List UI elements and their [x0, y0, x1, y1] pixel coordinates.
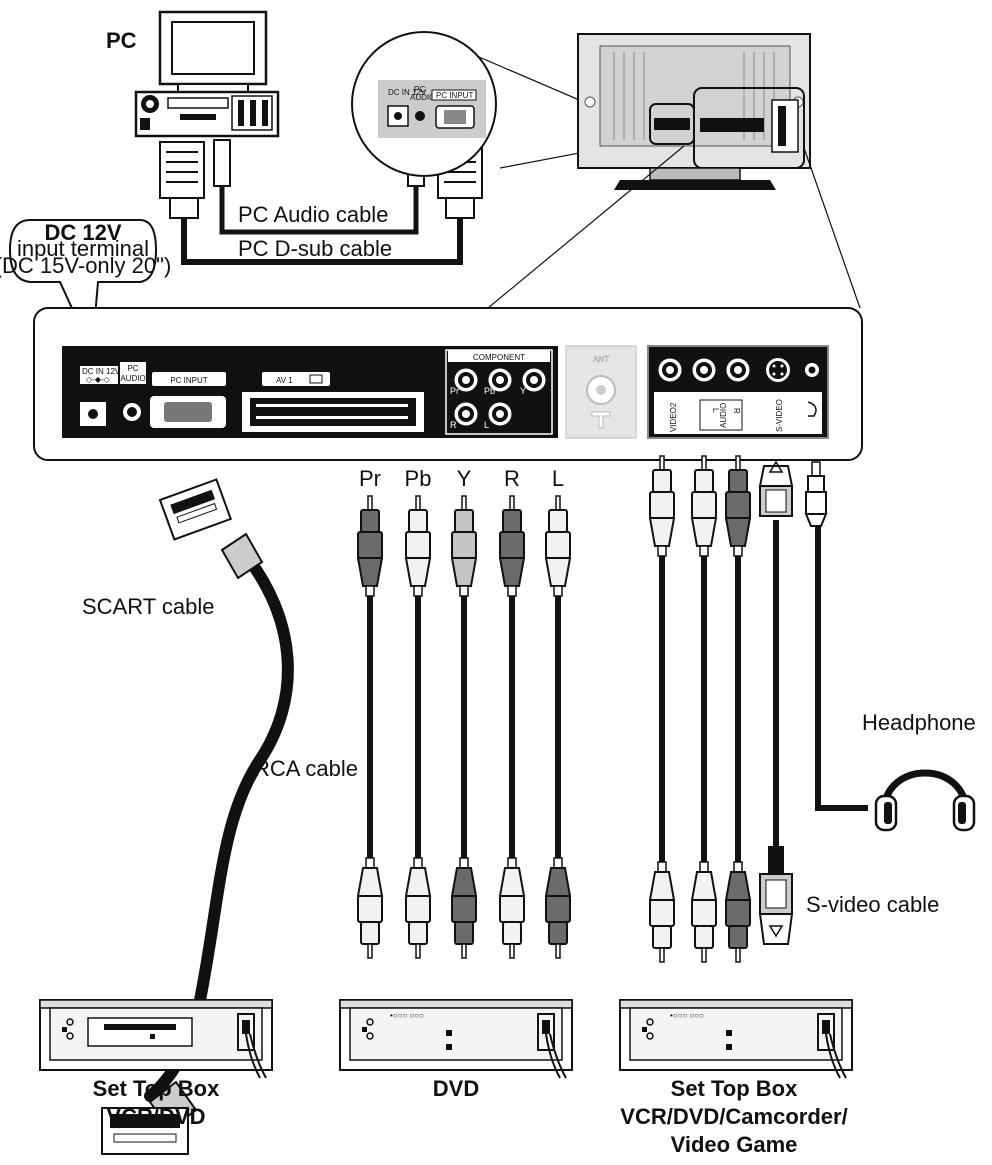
dc-callout-title: DC 12V	[44, 220, 121, 245]
svg-text:•○○○ ○○○: •○○○ ○○○	[390, 1011, 424, 1020]
svideo-cable-label: S-video cable	[806, 892, 939, 917]
device-set-top-box-2: •○○○ ○○○ Set Top Box VCR/DVD/Camcorder/ …	[619, 999, 853, 1157]
pc-dsub-cable-label: PC D-sub cable	[238, 236, 392, 261]
component-plug-bottom-r	[499, 857, 525, 959]
panel-video2-label: VIDEO2	[669, 402, 678, 432]
av-plug-top-audio-l	[691, 455, 717, 557]
device-2-line1: DVD	[433, 1076, 479, 1101]
component-plug-letters: Pr Pb Y R L	[359, 466, 564, 491]
inset-pc-label: PC	[414, 85, 425, 94]
panel-pb-label: Pb	[484, 386, 495, 396]
device-1-line2: VCR/DVD	[106, 1104, 205, 1129]
av-plug-bottom-video2	[649, 861, 675, 963]
av-plug-top-audio-r	[725, 455, 751, 557]
dc-callout-line3: (DC 15V-only 20")	[0, 253, 171, 278]
pc-cables: PC Audio cable PC D-sub cable	[159, 139, 483, 265]
device-3-line3: Video Game	[671, 1132, 798, 1157]
rear-panel: DC IN 12V ◇-◆-◇ PC AUDIO PC INPUT AV 1 C…	[33, 307, 863, 461]
av-plug-bottom-audio-r	[725, 861, 751, 963]
audio-l-jack	[692, 358, 716, 382]
av2-cables	[649, 455, 751, 963]
panel-audio-l-label: L	[711, 408, 720, 413]
dc-callout: DC 12V input terminal (DC 15V-only 20")	[0, 219, 171, 356]
inset-pc-input-label: PC INPUT	[436, 91, 473, 100]
component-plug-bottom-pb	[405, 857, 431, 959]
pc-computer: PC	[106, 10, 280, 138]
component-plug-top-l	[545, 495, 571, 597]
component-plug-top-y	[451, 495, 477, 597]
component-plug-bottom-l	[545, 857, 571, 959]
inset-audio-label: AUDIO	[410, 93, 435, 102]
tv-rear-view	[487, 33, 861, 309]
component-cables	[357, 495, 571, 959]
svg-text:◇-◆-◇: ◇-◆-◇	[86, 375, 111, 384]
component-plug-top-r	[499, 495, 525, 597]
component-plug-label-pr: Pr	[359, 466, 381, 491]
video2-jack	[658, 358, 682, 382]
inset-magnifier: DC IN 12V PC AUDIO PC INPUT	[351, 31, 681, 177]
scart-cable: SCART cable	[82, 478, 294, 1155]
component-r-jack	[454, 402, 478, 426]
headphone-cable: Headphone	[804, 461, 976, 832]
headphone-symbol-icon	[807, 401, 817, 417]
pc-label: PC	[106, 28, 137, 53]
device-3-line2: VCR/DVD/Camcorder/	[620, 1104, 847, 1129]
pc-audio-jack	[127, 407, 137, 417]
scart-cable-label: SCART cable	[82, 594, 214, 619]
device-box-icon	[619, 999, 853, 1079]
component-plug-label-pb: Pb	[405, 466, 432, 491]
svg-text:•○○○ ○○○: •○○○ ○○○	[670, 1011, 704, 1020]
panel-audio-r-label: R	[732, 408, 741, 414]
av-plug-bottom-audio-l	[691, 861, 717, 963]
panel-svideo-label: S-VIDEO	[775, 399, 784, 432]
component-y-jack	[522, 368, 546, 392]
panel-y-label: Y	[520, 386, 526, 396]
device-3-line1: Set Top Box	[671, 1076, 798, 1101]
component-plug-label-l: L	[552, 466, 564, 491]
panel-r-label: R	[450, 420, 457, 430]
headphone-label: Headphone	[862, 710, 976, 735]
svideo-cable: S-video cable	[758, 460, 939, 945]
device-box-icon	[339, 999, 573, 1079]
pc-audio-cable-label: PC Audio cable	[238, 202, 388, 227]
component-plug-label-r: R	[504, 466, 520, 491]
panel-audio-block-label: AUDIO	[719, 403, 728, 428]
panel-component-label: COMPONENT	[473, 353, 525, 362]
panel-ant-label: ANT	[593, 355, 609, 364]
panel-av1-label: AV 1	[276, 376, 293, 385]
panel-dc-in-label: DC IN 12V	[82, 367, 121, 376]
component-plug-bottom-y	[451, 857, 477, 959]
panel-l-label: L	[484, 420, 489, 430]
panel-audio-label: AUDIO	[120, 374, 145, 383]
av-plug-top-video2	[649, 455, 675, 557]
dc-callout-line2: input terminal	[17, 236, 149, 261]
component-plug-bottom-pr	[357, 857, 383, 959]
panel-pc-label: PC	[127, 364, 138, 373]
panel-pc-input-label: PC INPUT	[170, 376, 207, 385]
audio-r-jack	[726, 358, 750, 382]
headphone-icon	[874, 769, 976, 832]
panel-pr-label: Pr	[450, 386, 459, 396]
component-plug-top-pb	[405, 495, 431, 597]
inset-dc-in-label: DC IN 12V	[388, 88, 427, 97]
component-plug-top-pr	[357, 495, 383, 597]
device-1-line1: Set Top Box	[93, 1076, 220, 1101]
device-set-top-box-1: Set Top Box VCR/DVD	[39, 999, 273, 1129]
rca-cable-label: RCA cable	[254, 756, 358, 781]
component-l-jack	[488, 402, 512, 426]
device-dvd: •○○○ ○○○ DVD	[339, 999, 573, 1101]
component-plug-label-y: Y	[457, 466, 472, 491]
